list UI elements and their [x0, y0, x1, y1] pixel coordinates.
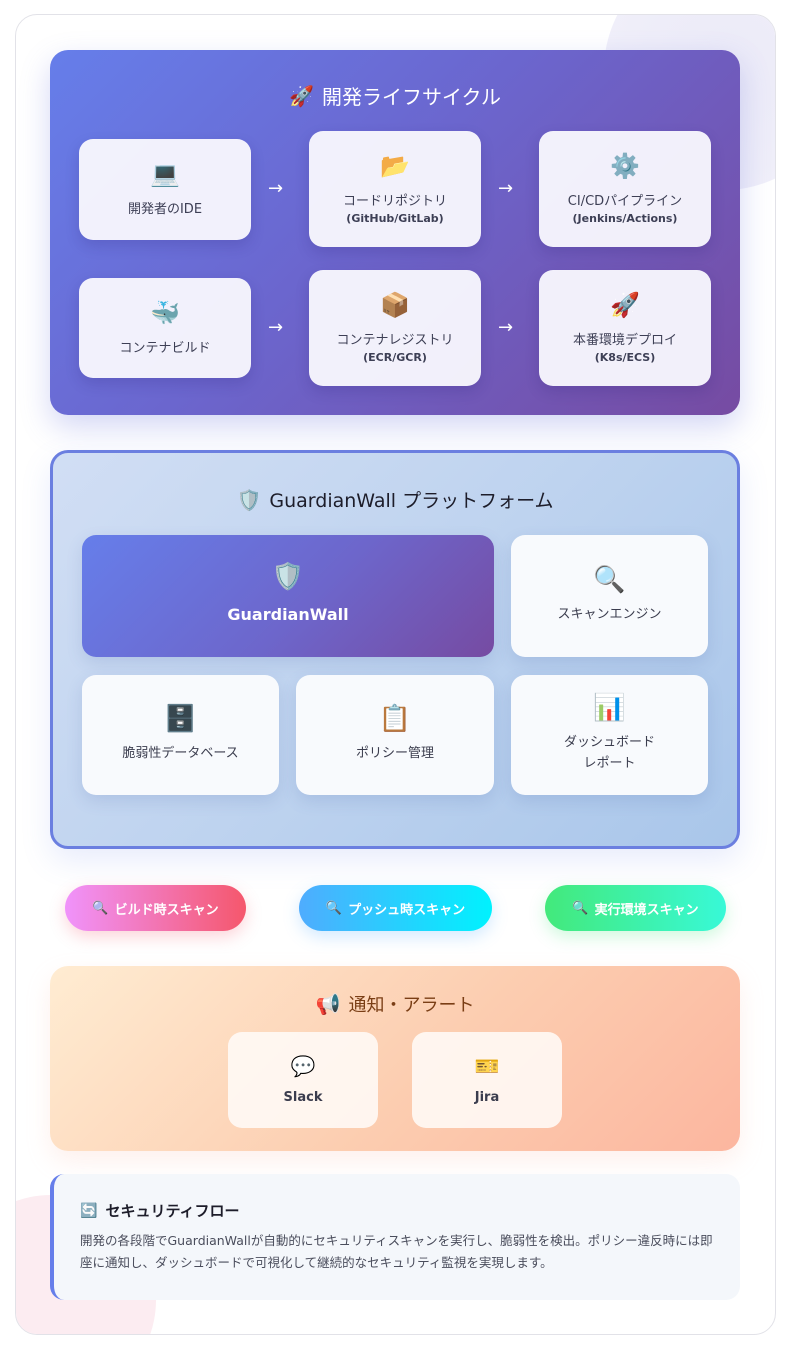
- dashboard-report: 📊 ダッシュボード レポート: [511, 675, 708, 795]
- scan-label: 実行環境スキャン: [594, 902, 699, 918]
- lifecycle-title: 🚀 開発ライフサイクル: [50, 81, 740, 110]
- magnifier-icon: 🔍: [325, 900, 343, 916]
- clipboard-icon: 📋: [378, 703, 412, 734]
- notification-alert-section: 📢 通知・アラート 💬 Slack 🎫 Jira: [50, 966, 740, 1151]
- security-flow-title-text: セキュリティフロー: [105, 1202, 240, 1220]
- step-label: 開発者のIDE: [127, 202, 203, 217]
- guardianwall-core: 🛡️ GuardianWall: [82, 535, 494, 657]
- vulnerability-database: 🗄️ 脆弱性データベース: [82, 675, 279, 795]
- step-label: 本番環境デプロイ: [572, 332, 677, 348]
- step-label: CI/CDパイプライン: [567, 193, 683, 209]
- folder-icon: 📂: [380, 151, 410, 180]
- guardianwall-platform-section: 🛡️ GuardianWall プラットフォーム 🛡️ GuardianWall…: [50, 450, 740, 849]
- refresh-icon: 🔄: [80, 1202, 98, 1219]
- push-scan-badge: 🔍 プッシュ時スキャン: [299, 885, 492, 931]
- platform-title-text: GuardianWall プラットフォーム: [269, 490, 554, 512]
- arrow-right-icon: →: [268, 178, 284, 199]
- component-label: ダッシュボード レポート: [564, 733, 655, 775]
- ticket-icon: 🎫: [474, 1053, 500, 1078]
- step-sublabel: (K8s/ECS): [594, 350, 656, 364]
- component-label: スキャンエンジン: [557, 606, 662, 622]
- notification-title: 📢 通知・アラート: [50, 991, 740, 1017]
- policy-management: 📋 ポリシー管理: [296, 675, 494, 795]
- component-label: GuardianWall: [227, 605, 349, 625]
- step-sublabel: (ECR/GCR): [363, 350, 427, 364]
- security-flow-description: 開発の各段階でGuardianWallが自動的にセキュリティスキャンを実行し、脆…: [80, 1233, 713, 1270]
- jira-channel: 🎫 Jira: [412, 1032, 562, 1128]
- component-label-line1: ダッシュボード: [563, 735, 655, 751]
- dev-lifecycle-section: 🚀 開発ライフサイクル 💻 開発者のIDE → 📂 コードリポジトリ (GitH…: [50, 50, 740, 415]
- shield-icon: 🛡️: [271, 562, 305, 593]
- megaphone-icon: 📢: [315, 992, 341, 1016]
- step-code-repository: 📂 コードリポジトリ (GitHub/GitLab): [309, 131, 481, 247]
- arrow-right-icon: →: [498, 178, 514, 199]
- magnifier-icon: 🔍: [593, 564, 626, 595]
- channel-label: Jira: [474, 1089, 500, 1105]
- step-label: コードリポジトリ: [342, 193, 447, 209]
- arrow-right-icon: →: [268, 317, 284, 338]
- step-cicd-pipeline: ⚙️ CI/CDパイプライン (Jenkins/Actions): [539, 131, 711, 247]
- whale-icon: 🐳: [150, 298, 180, 327]
- channel-label: Slack: [283, 1089, 323, 1105]
- scan-engine: 🔍 スキャンエンジン: [511, 535, 708, 657]
- scan-label: プッシュ時スキャン: [348, 902, 466, 918]
- step-label: コンテナビルド: [119, 340, 211, 356]
- package-icon: 📦: [380, 290, 410, 319]
- build-scan-badge: 🔍 ビルド時スキャン: [65, 885, 246, 931]
- laptop-icon: 💻: [150, 160, 180, 188]
- magnifier-icon: 🔍: [92, 900, 109, 916]
- notification-title-text: 通知・アラート: [348, 995, 475, 1016]
- arrow-right-icon: →: [498, 317, 514, 338]
- component-label: ポリシー管理: [355, 745, 434, 761]
- bar-chart-icon: 📊: [593, 693, 626, 724]
- lifecycle-title-text: 開発ライフサイクル: [321, 85, 501, 109]
- rocket-icon: 🚀: [289, 83, 314, 108]
- component-label: 脆弱性データベース: [122, 745, 239, 761]
- magnifier-icon: 🔍: [572, 900, 589, 916]
- step-ide: 💻 開発者のIDE: [79, 139, 251, 240]
- speech-bubble-icon: 💬: [290, 1053, 316, 1078]
- file-cabinet-icon: 🗄️: [164, 703, 197, 734]
- scan-label: ビルド時スキャン: [114, 902, 219, 918]
- gear-icon: ⚙️: [610, 151, 640, 180]
- platform-title: 🛡️ GuardianWall プラットフォーム: [53, 486, 737, 513]
- step-container-build: 🐳 コンテナビルド: [79, 278, 251, 378]
- component-label-line2: レポート: [583, 756, 636, 771]
- security-flow-note: 🔄 セキュリティフロー 開発の各段階でGuardianWallが自動的にセキュリ…: [50, 1174, 740, 1300]
- runtime-scan-badge: 🔍 実行環境スキャン: [545, 885, 726, 931]
- step-production-deploy: 🚀 本番環境デプロイ (K8s/ECS): [539, 270, 711, 386]
- shield-icon: 🛡️: [236, 487, 262, 512]
- diagram-canvas: 🚀 開発ライフサイクル 💻 開発者のIDE → 📂 コードリポジトリ (GitH…: [15, 14, 776, 1335]
- step-container-registry: 📦 コンテナレジストリ (ECR/GCR): [309, 270, 481, 386]
- step-sublabel: (GitHub/GitLab): [346, 211, 444, 225]
- rocket-icon: 🚀: [610, 290, 640, 319]
- step-sublabel: (Jenkins/Actions): [572, 211, 678, 225]
- slack-channel: 💬 Slack: [228, 1032, 378, 1128]
- step-label: コンテナレジストリ: [336, 332, 454, 348]
- security-flow-title: 🔄 セキュリティフロー: [80, 1200, 240, 1221]
